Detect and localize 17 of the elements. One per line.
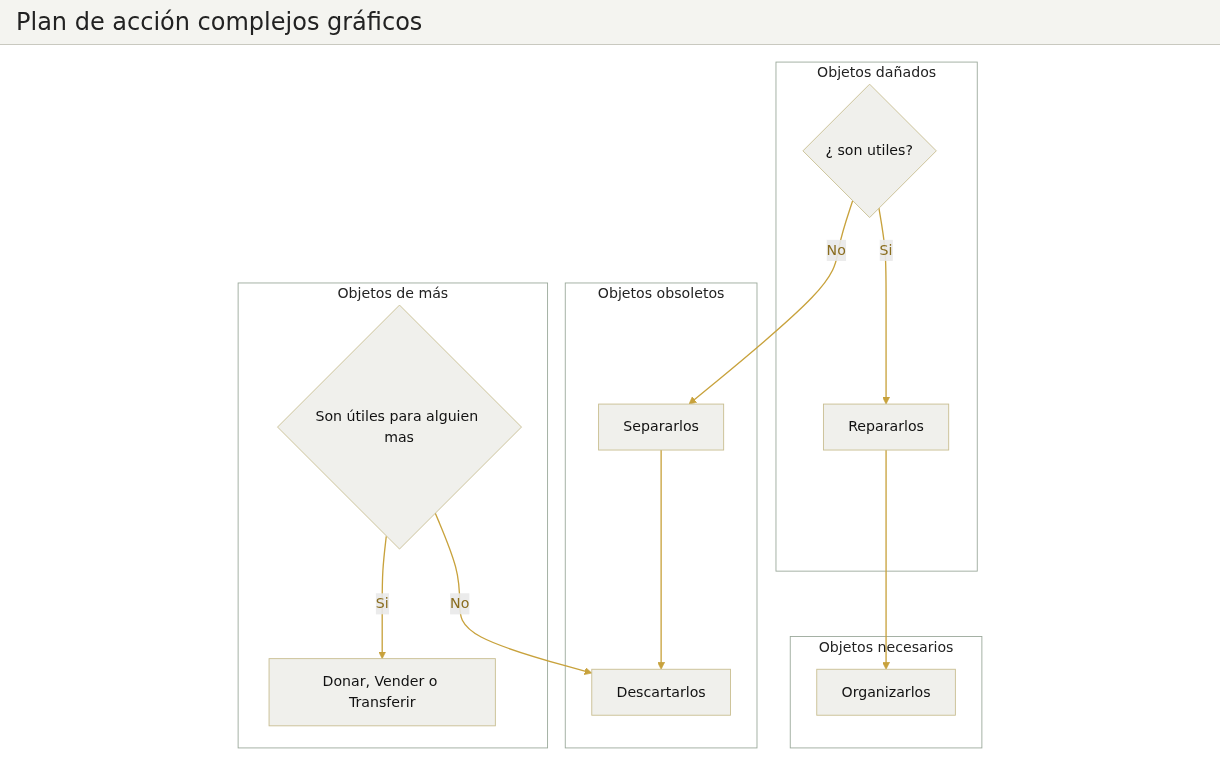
arrow <box>434 512 593 675</box>
edge-label: Si <box>879 241 893 259</box>
edge-label: No <box>450 595 470 612</box>
arrow <box>688 200 854 405</box>
edge-label: No <box>826 241 846 259</box>
arrow <box>882 449 890 670</box>
arrow <box>657 449 665 670</box>
node-box: Separarlos <box>598 403 725 451</box>
node-box: Descartarlos <box>591 668 731 716</box>
diagram-title: Plan de acción complejos gráficos <box>0 0 1220 45</box>
node-diamond: Son útiles para alguien mas <box>277 304 522 550</box>
node-box: Donar, Vender o Transferir <box>268 658 496 727</box>
arrow <box>378 535 387 659</box>
node-diamond: ¿ son utiles? <box>802 83 937 218</box>
node-box: Organizarlos <box>816 668 956 716</box>
node-box: Repararlos <box>822 403 950 451</box>
edge-label: Si <box>375 595 389 612</box>
